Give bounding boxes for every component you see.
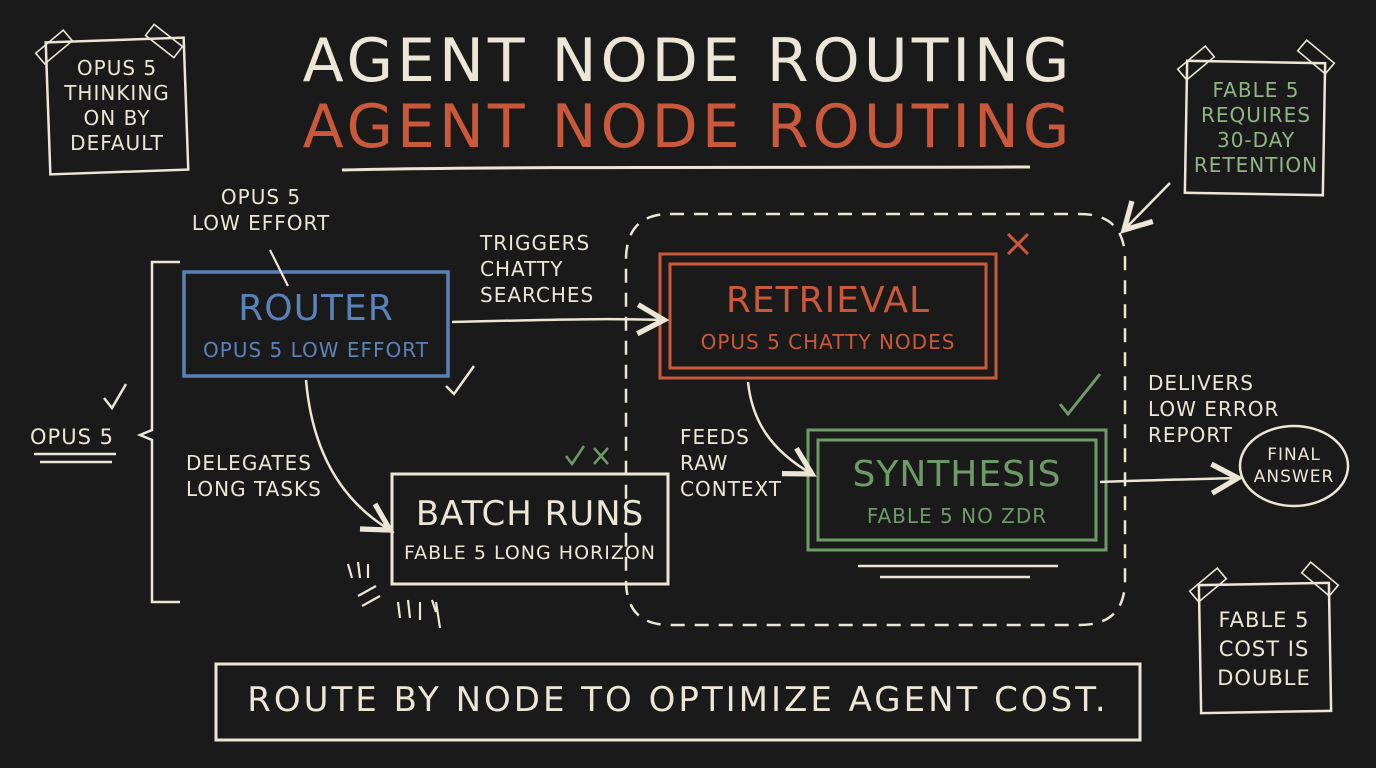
note-line: RETENTION <box>1193 153 1319 177</box>
retrieval-title: RETRIEVAL <box>725 280 931 321</box>
batch-x <box>593 447 609 465</box>
batch-check <box>565 445 586 467</box>
opus-bracket <box>136 260 180 604</box>
note-bottom-right: FABLE 5 COST IS DOUBLE <box>1200 606 1328 693</box>
note-line: COST IS <box>1218 637 1310 661</box>
opus-check <box>103 383 128 411</box>
callout-line: OPUS 5 <box>220 185 302 209</box>
synthesis-subtitle: FABLE 5 NO ZDR <box>866 504 1048 528</box>
note-top-left: OPUS 5 THINKING ON BY DEFAULT <box>52 56 182 156</box>
batch-title: BATCH RUNS <box>415 494 645 534</box>
arrow-router-to-retrieval <box>451 302 670 337</box>
retrieval-subtitle: OPUS 5 CHATTY NODES <box>700 330 956 354</box>
note-bottom-right-frame <box>1188 560 1340 715</box>
triggers-label: TRIGGERS CHATTY SEARCHES <box>480 230 594 308</box>
page-title-echo: AGENT NODE ROUTING <box>302 92 1074 162</box>
label-line: REPORT <box>1148 423 1233 447</box>
note-line: OPUS 5 <box>76 56 158 80</box>
note-line: DOUBLE <box>1217 666 1311 690</box>
opus-underline <box>34 452 116 464</box>
label-line: CONTEXT <box>680 477 783 501</box>
router-title: ROUTER <box>238 288 394 329</box>
note-top-left-frame <box>34 23 190 176</box>
opus-bracket-label: OPUS 5 <box>30 425 114 449</box>
dashed-group <box>624 212 1127 627</box>
label-line: DELEGATES <box>186 451 312 475</box>
batch-subtitle: FABLE 5 LONG HORIZON <box>403 542 657 564</box>
router-subtitle: OPUS 5 LOW EFFORT <box>203 338 429 362</box>
banner-text: ROUTE BY NODE TO OPTIMIZE AGENT COST. <box>247 680 1109 720</box>
synthesis-box <box>806 428 1108 552</box>
arrow-retrieval-to-synthesis <box>746 381 817 477</box>
note-line: REQUIRES <box>1200 103 1312 127</box>
router-box <box>182 270 450 378</box>
router-callout-line <box>269 249 289 287</box>
note-line: DEFAULT <box>70 131 164 155</box>
label-line: FEEDS <box>680 425 750 449</box>
batch-motion-marks <box>346 561 442 629</box>
synthesis-check <box>1058 373 1102 417</box>
note-top-right-frame <box>1176 38 1336 197</box>
title-underline <box>341 165 1031 172</box>
note-line: 30-DAY <box>1216 128 1296 152</box>
retrieval-x-mark <box>1006 232 1030 256</box>
label-line: TRIGGERS <box>480 231 591 255</box>
final-answer-label: FINAL ANSWER <box>1253 445 1335 487</box>
note-line: FABLE 5 <box>1218 608 1310 632</box>
banner-frame <box>214 662 1142 742</box>
label-line: LONG TASKS <box>186 477 322 501</box>
label-line: LOW ERROR <box>1148 397 1280 421</box>
note-pointer-arrow <box>1120 182 1171 234</box>
feeds-label: FEEDS RAW CONTEXT <box>680 424 782 502</box>
note-line: THINKING <box>64 81 170 105</box>
arrow-synthesis-to-final <box>1099 461 1244 496</box>
note-line: FABLE 5 <box>1212 78 1300 102</box>
page-title: AGENT NODE ROUTING <box>302 26 1074 96</box>
delegates-label: DELEGATES LONG TASKS <box>186 450 322 502</box>
synthesis-title: SYNTHESIS <box>852 454 1062 495</box>
note-top-right: FABLE 5 REQUIRES 30-DAY RETENTION <box>1190 78 1322 178</box>
synthesis-underline <box>858 564 1058 579</box>
router-callout: OPUS 5 LOW EFFORT <box>186 184 336 236</box>
arrow-router-to-batch <box>304 379 395 533</box>
note-line: ON BY <box>83 106 151 130</box>
delivers-label: DELIVERS LOW ERROR REPORT <box>1148 370 1279 448</box>
label-line: SEARCHES <box>480 283 595 307</box>
label-line: DELIVERS <box>1148 371 1254 395</box>
label-line: RAW <box>680 451 729 475</box>
label-line: CHATTY <box>480 257 564 281</box>
callout-line: LOW EFFORT <box>191 211 331 235</box>
router-check <box>445 365 476 396</box>
